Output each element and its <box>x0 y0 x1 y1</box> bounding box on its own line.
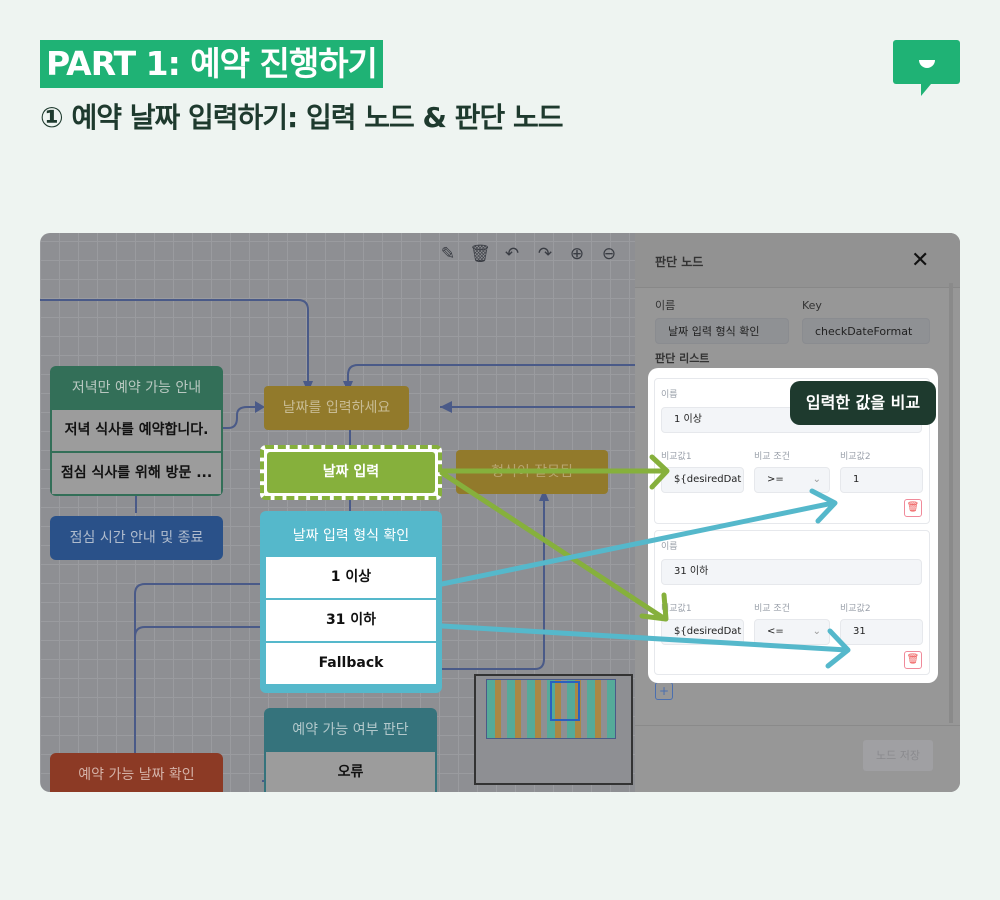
value2-input[interactable]: 31 <box>840 619 923 645</box>
value2-input[interactable]: 1 <box>840 467 923 493</box>
condition-row-fallback[interactable]: Fallback <box>266 643 436 684</box>
node-title: 날짜 입력 <box>267 452 435 493</box>
chevron-down-icon: ⌄ <box>812 474 821 485</box>
flow-canvas[interactable]: ✎ 🗑 ↶ ↷ ⊕ ⊖ 저녁만 예약 가능 안내 저녁 식사를 예약합니다. 점… <box>40 233 960 792</box>
name-input[interactable]: 날짜 입력 형식 확인 <box>655 318 789 344</box>
callout-label: 입력한 값을 비교 <box>790 381 936 425</box>
condition-name-label: 이름 <box>661 542 678 552</box>
name-label: 이름 <box>655 299 676 312</box>
pencil-icon[interactable]: ✎ <box>440 244 456 264</box>
node-title: 저녁만 예약 가능 안내 <box>71 380 202 396</box>
value1-input[interactable]: ${desiredDat <box>661 467 744 493</box>
value1-label: 비교값1 <box>661 604 692 614</box>
minimap[interactable] <box>474 674 633 785</box>
operator-label: 비교 조건 <box>754 604 790 614</box>
node-lunch-end[interactable]: 점심 시간 안내 및 종료 <box>50 516 223 560</box>
value1-input[interactable]: ${desiredDat <box>661 619 744 645</box>
chat-bubble-logo-icon <box>893 40 960 96</box>
node-enter-date-message[interactable]: 날짜를 입력하세요 <box>264 386 409 430</box>
operator-value: >= <box>767 474 784 485</box>
node-row[interactable]: 점심 식사를 위해 방문 ... <box>52 453 221 494</box>
node-available-date[interactable]: 예약 가능 날짜 확인 <box>50 753 223 792</box>
node-row[interactable]: 저녁 식사를 예약합니다. <box>52 410 221 451</box>
undo-icon[interactable]: ↶ <box>504 244 520 264</box>
edges <box>40 299 635 792</box>
condition-item: 이름 31 이하 비교값1 비교 조건 비교값2 ${desiredDat <=… <box>654 530 930 675</box>
operator-select[interactable]: >= ⌄ <box>754 467 830 493</box>
value2-label: 비교값2 <box>840 604 871 614</box>
condition-row-max[interactable]: 31 이하 <box>266 600 436 641</box>
node-wrong-format[interactable]: 형식이 잘못됨 <box>456 450 608 494</box>
trash-icon[interactable]: 🗑 <box>469 244 491 264</box>
redo-icon[interactable]: ↷ <box>537 244 553 264</box>
key-label: Key <box>802 299 822 312</box>
minimap-viewport[interactable] <box>550 681 580 721</box>
value2-label: 비교값2 <box>840 452 871 462</box>
node-date-input[interactable]: 날짜 입력 <box>260 445 442 500</box>
section-subtitle: ① 예약 날짜 입력하기: 입력 노드 & 판단 노드 <box>40 101 563 134</box>
close-icon[interactable]: ✕ <box>911 248 930 273</box>
panel-title: 판단 노드 <box>655 255 704 269</box>
operator-label: 비교 조건 <box>754 452 790 462</box>
node-title: 날짜 입력 형식 확인 <box>292 528 410 544</box>
decision-list-label: 판단 리스트 <box>655 352 710 365</box>
operator-value: <= <box>767 626 784 637</box>
panel-scrollbar[interactable] <box>949 283 953 723</box>
delete-condition-icon[interactable]: 🗑 <box>904 651 922 669</box>
part-title: PART 1: 예약 진행하기 <box>40 40 383 88</box>
chevron-down-icon: ⌄ <box>812 626 821 637</box>
save-node-button[interactable]: 노드 저장 <box>863 740 933 771</box>
value1-label: 비교값1 <box>661 452 692 462</box>
delete-condition-icon[interactable]: 🗑 <box>904 499 922 517</box>
node-check-format[interactable]: 날짜 입력 형식 확인 1 이상 31 이하 Fallback <box>260 511 442 693</box>
add-condition-button[interactable]: + <box>655 682 673 700</box>
node-dinner-notice[interactable]: 저녁만 예약 가능 안내 저녁 식사를 예약합니다. 점심 식사를 위해 방문 … <box>50 366 223 496</box>
condition-name-input[interactable]: 31 이하 <box>661 559 922 585</box>
condition-row-min[interactable]: 1 이상 <box>266 557 436 598</box>
node-title: 예약 가능 여부 판단 <box>292 722 409 738</box>
zoom-in-icon[interactable]: ⊕ <box>569 244 585 264</box>
key-input[interactable]: checkDateFormat <box>802 318 930 344</box>
node-row[interactable]: 오류 <box>266 752 435 792</box>
zoom-out-icon[interactable]: ⊖ <box>601 244 617 264</box>
node-availability-check[interactable]: 예약 가능 여부 판단 오류 <box>264 708 437 792</box>
condition-name-label: 이름 <box>661 390 678 400</box>
operator-select[interactable]: <= ⌄ <box>754 619 830 645</box>
